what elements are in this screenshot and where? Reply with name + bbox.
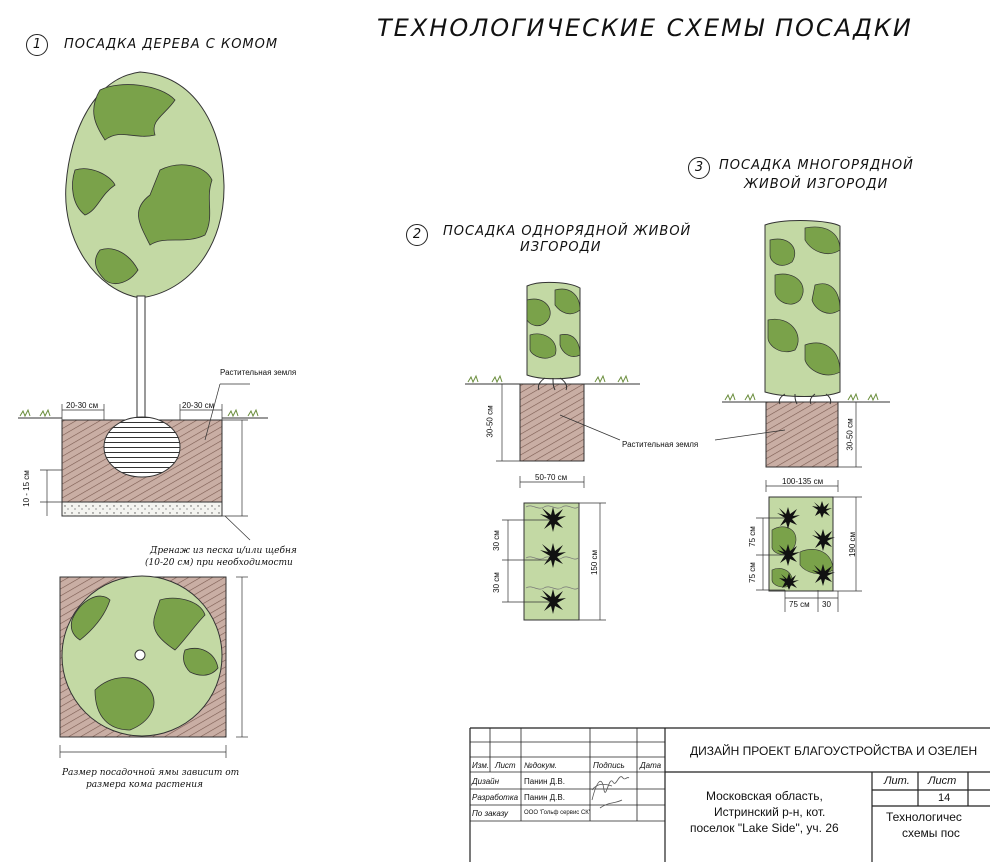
scheme-1-dim-right: 20-30 см <box>182 401 215 410</box>
scheme-2-dim-depth: 30-50 см <box>485 405 495 438</box>
multi-hedge-section <box>714 220 890 492</box>
scheme-2-soil-label: Растительная земля <box>622 440 699 449</box>
stamp-role-design: Дизайн <box>472 777 500 786</box>
scheme-3-caption-1: ПОСАДКА МНОГОРЯДНОЙ <box>719 158 914 173</box>
single-hedge-section <box>465 281 640 488</box>
stamp-sheet-number: 14 <box>938 792 951 804</box>
scheme-2-caption-2: ИЗГОРОДИ <box>520 240 602 255</box>
scheme-1-pit-note-2: размера кома растения <box>86 780 204 790</box>
scheme-3-dim-row-2: 75 см <box>747 562 757 583</box>
tree-plan-view <box>59 575 248 758</box>
stamp-sheet-title-1: Технологичес <box>886 810 962 824</box>
scheme-1-dim-drain: 10 - 15 см <box>21 470 31 507</box>
stamp-role-development: Разработка <box>472 793 519 802</box>
title-block-grid <box>470 728 665 822</box>
stamp-sheet-label: Лист <box>928 775 957 787</box>
stamp-sheet-title-2: схемы пос <box>902 826 960 840</box>
scheme-2-number: 2 <box>406 224 428 246</box>
scheme-3-dim-bottom-1: 75 см <box>789 600 810 609</box>
stamp-role-customer: По заказу <box>472 809 509 818</box>
scheme-2-dim-width: 50-70 см <box>535 473 568 482</box>
scheme-2-dim-step-2: 30 см <box>491 572 501 593</box>
scheme-3-dim-bottom-2: 30 <box>822 600 831 609</box>
scheme-1-number: 1 <box>26 34 48 56</box>
scheme-3-dim-width: 100-135 см <box>782 477 824 486</box>
stamp-name-design: Панин Д.В. <box>524 777 565 786</box>
scheme-3-caption-2: ЖИВОЙ ИЗГОРОДИ <box>744 177 889 192</box>
scheme-3-number: 3 <box>688 157 710 179</box>
stamp-header-docnum: №докум. <box>524 761 558 770</box>
stamp-header-signature: Подпись <box>593 761 625 770</box>
scheme-3-dim-row-1: 75 см <box>747 526 757 547</box>
page-title: ТЕХНОЛОГИЧЕСКИЕ СХЕМЫ ПОСАДКИ <box>377 14 913 42</box>
stamp-address-2: Истринский р-н, кот. <box>714 805 826 819</box>
tree-planting-pit <box>61 416 223 517</box>
tree-trunk <box>136 295 146 422</box>
stamp-name-development: Панин Д.В. <box>524 793 565 802</box>
stamp-project-title: ДИЗАЙН ПРОЕКТ БЛАГОУСТРОЙСТВА И ОЗЕЛЕН <box>690 744 978 758</box>
scheme-1-soil-label: Растительная земля <box>220 368 297 377</box>
stamp-name-customer: ООО 'Гольф сервис СК' <box>524 810 590 816</box>
signature <box>591 776 630 809</box>
stamp-header-sheet: Лист <box>495 761 516 770</box>
scheme-1-drain-note-2: (10-20 см) при необходимости <box>145 558 293 568</box>
scheme-3-dim-length: 190 см <box>848 531 858 558</box>
stamp-address-1: Московская область, <box>706 789 823 803</box>
scheme-3-dim-depth: 30-50 см <box>845 418 855 451</box>
title-block-frame <box>469 727 990 862</box>
stamp-lit-label: Лит. <box>884 775 910 787</box>
scheme-1-caption: ПОСАДКА ДЕРЕВА С КОМОМ <box>64 37 279 52</box>
single-hedge-plan <box>502 502 606 621</box>
stamp-header-change: Изм. <box>472 761 490 770</box>
scheme-2-dim-step-1: 30 см <box>491 530 501 551</box>
scheme-1-pit-note-1: Размер посадочной ямы зависит от <box>62 768 240 778</box>
stamp-header-date: Дата <box>640 761 662 770</box>
scheme-1-drain-note-1: Дренаж из песка и/или щебня <box>150 546 297 556</box>
scheme-2-caption-1: ПОСАДКА ОДНОРЯДНОЙ ЖИВОЙ <box>443 224 692 239</box>
tree-crown <box>65 71 225 299</box>
tree-ground-line <box>18 408 268 419</box>
tree-dimension-lines <box>40 383 251 541</box>
multi-hedge-plan <box>756 496 862 612</box>
scheme-2-dim-length: 150 см <box>590 549 600 576</box>
stamp-address-3: поселок "Lake Side", уч. 26 <box>690 821 839 835</box>
scheme-1-dim-left: 20-30 см <box>66 401 99 410</box>
